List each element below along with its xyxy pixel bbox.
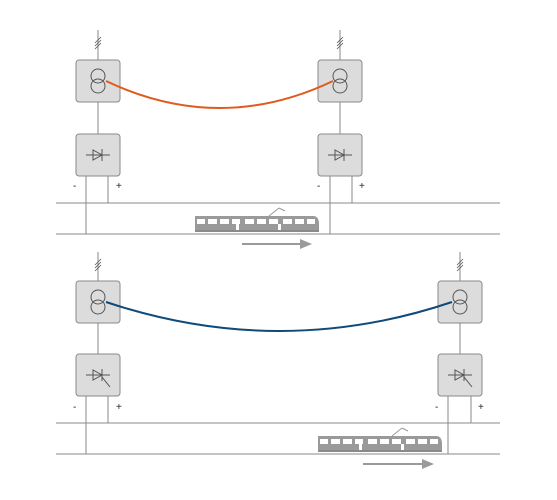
- bottom-left-substation: - +: [73, 252, 122, 454]
- plus-label: +: [116, 181, 122, 192]
- bottom-right-substation: - +: [435, 252, 484, 454]
- tram-icon: [317, 427, 443, 453]
- top-right-substation: - +: [317, 30, 365, 234]
- plus-label: +: [478, 402, 484, 413]
- top-section: - + - +: [56, 30, 500, 249]
- transformer-box: [75, 59, 121, 103]
- minus-label: -: [317, 181, 320, 192]
- minus-label: -: [435, 402, 438, 413]
- transformer-box: [75, 280, 121, 324]
- top-cable: [105, 80, 334, 109]
- plus-label: +: [359, 181, 365, 192]
- plus-label: +: [116, 402, 122, 413]
- transformer-box: [437, 280, 483, 324]
- minus-label: -: [73, 402, 76, 413]
- top-left-substation: - +: [73, 30, 122, 234]
- minus-label: -: [73, 181, 76, 192]
- arrow-right-icon: [363, 459, 434, 469]
- arrow-right-icon: [242, 239, 312, 249]
- bottom-section: - + - +: [56, 252, 500, 469]
- transformer-box: [317, 59, 363, 103]
- bottom-cable: [105, 301, 453, 332]
- tram-icon: [194, 207, 320, 233]
